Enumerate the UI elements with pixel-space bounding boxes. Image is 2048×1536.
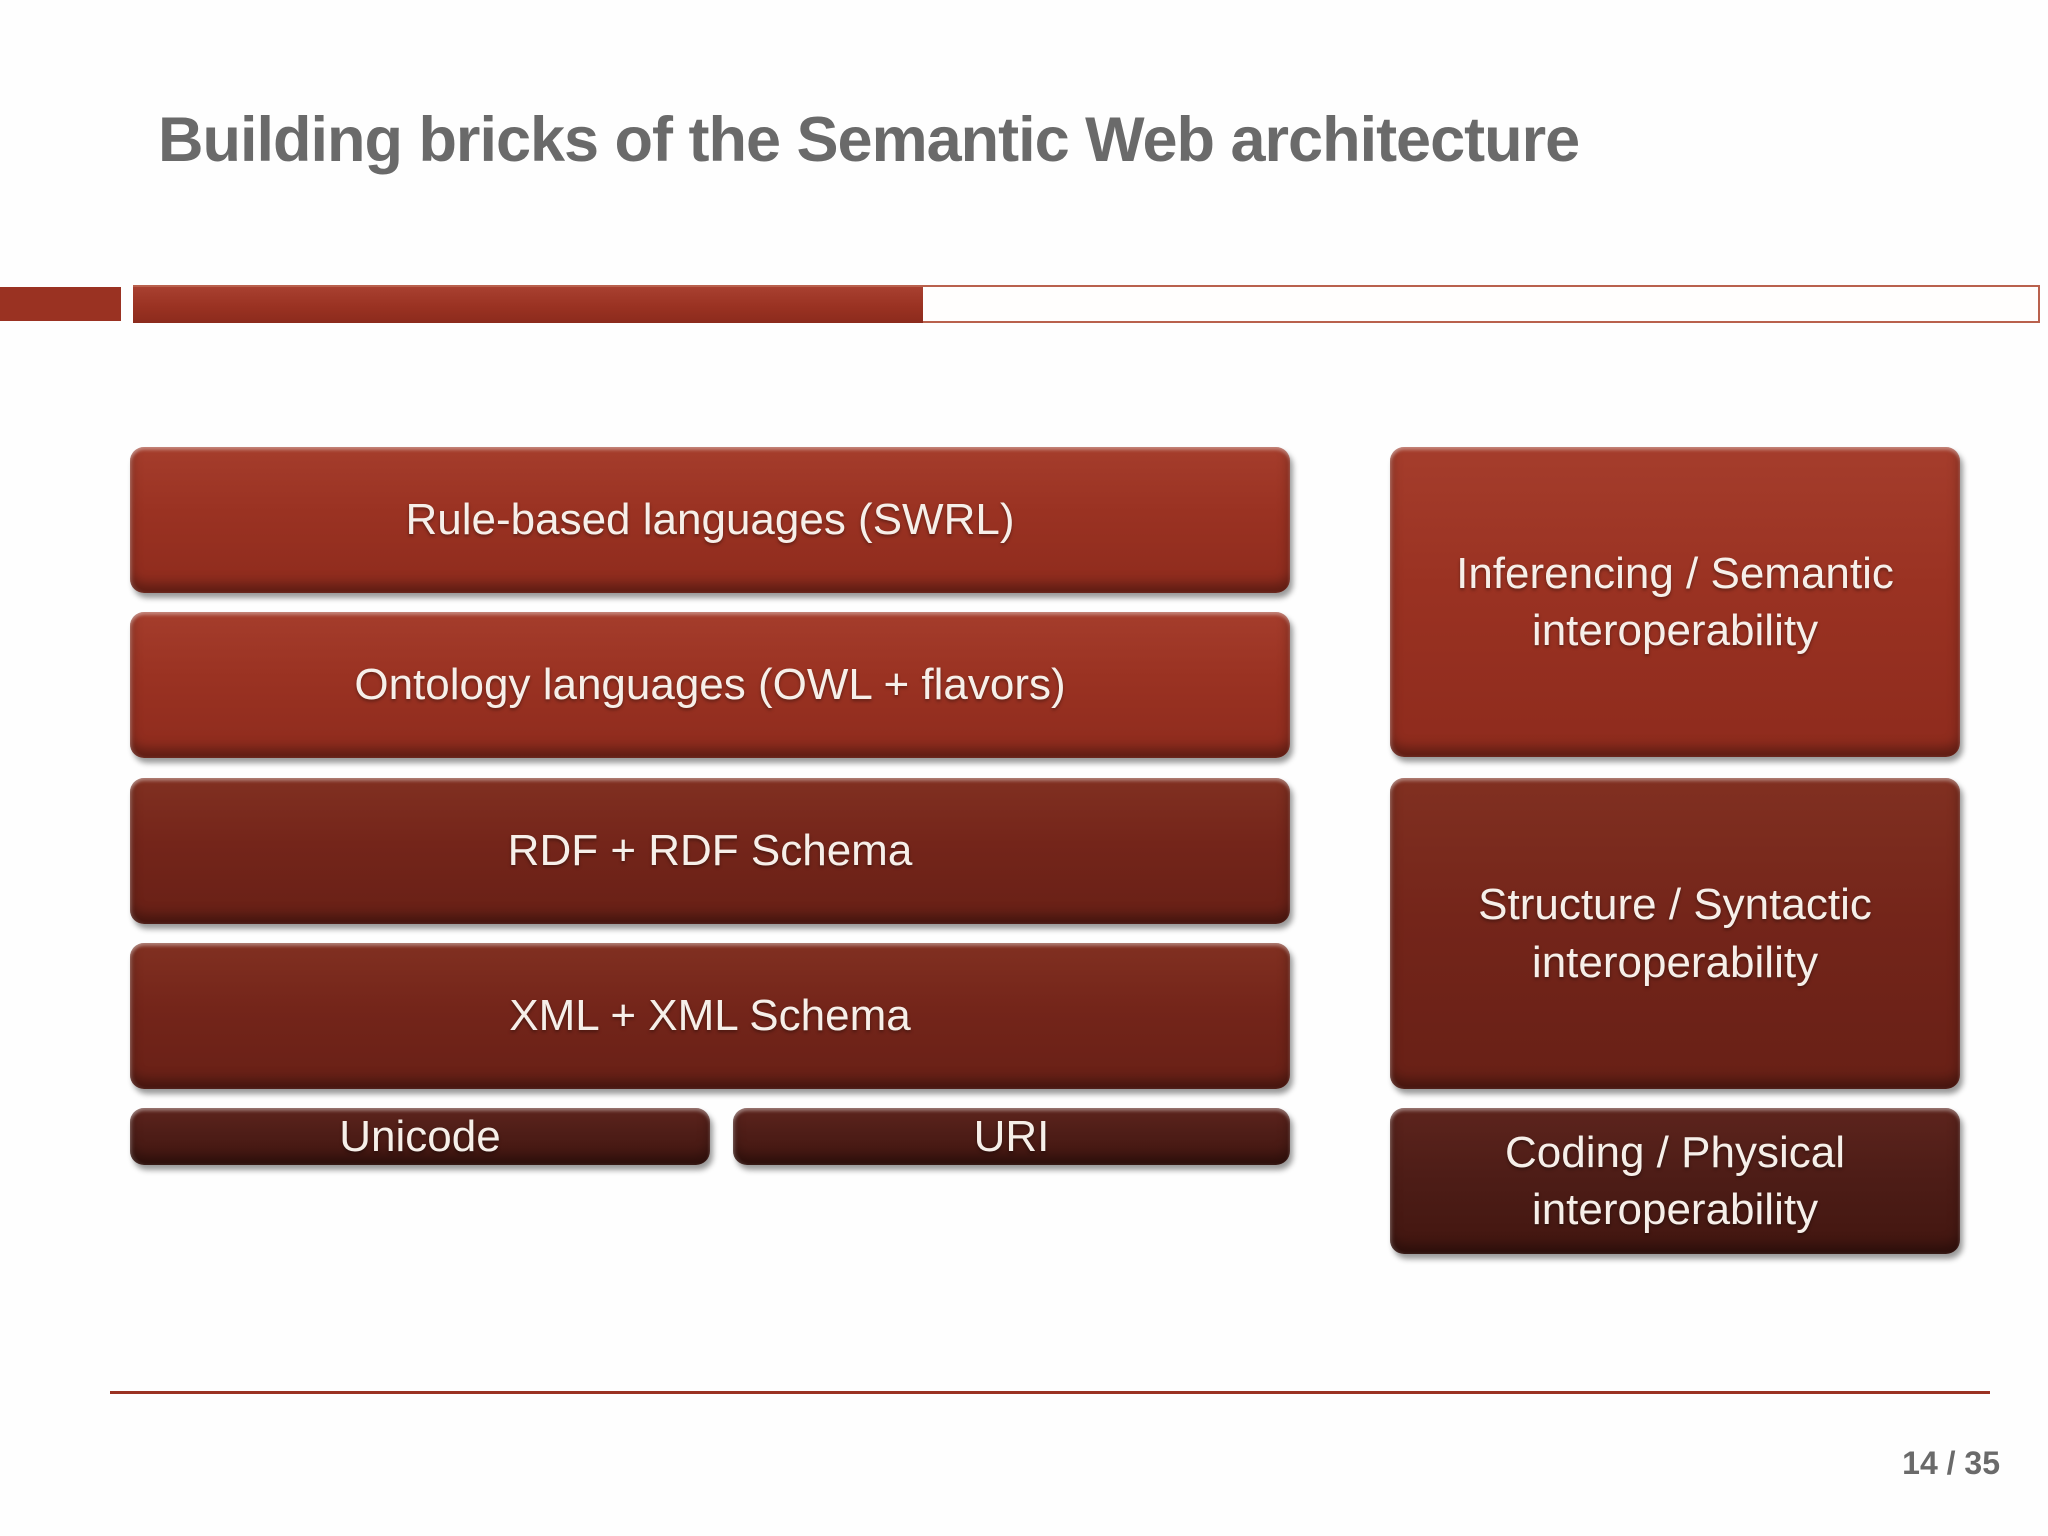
slide-title: Building bricks of the Semantic Web arch… [158,105,1580,175]
layer-box-structure-syntactic: Structure / Syntactic interoperability [1390,778,1960,1089]
divider-accent-square [0,287,121,321]
stack-box-rdf-schema: RDF + RDF Schema [130,778,1290,924]
page-number: 14 / 35 [1902,1445,2000,1481]
stack-box-xml-schema: XML + XML Schema [130,943,1290,1089]
stack-box-unicode: Unicode [130,1108,710,1166]
stack-box-ontology-languages: Ontology languages (OWL + flavors) [130,612,1290,758]
layer-box-coding-physical: Coding / Physical interoperability [1390,1108,1960,1254]
stack-box-rule-languages: Rule-based languages (SWRL) [130,447,1290,593]
stack-box-uri: URI [733,1108,1290,1166]
layer-box-inferencing-semantic: Inferencing / Semantic interoperability [1390,447,1960,757]
footer-rule [110,1391,1990,1394]
divider-filled-bar [133,287,923,323]
